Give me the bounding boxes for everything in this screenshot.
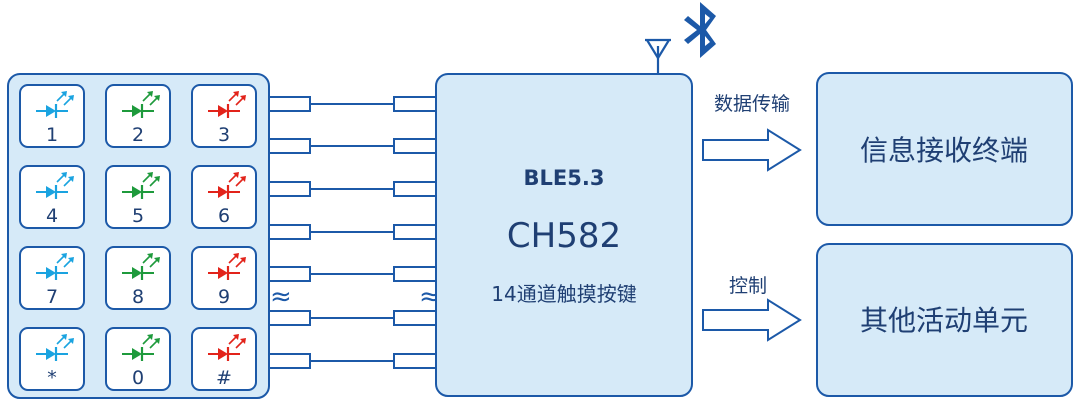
connector-pad-left <box>268 266 311 282</box>
connector-pad-left <box>268 181 311 197</box>
key-button[interactable]: # <box>191 327 257 391</box>
chip-description: 14通道触摸按键 <box>491 282 636 306</box>
connector-pad-left <box>268 96 311 112</box>
connector-pad-right <box>393 353 437 369</box>
break-mark-left: ≈ <box>270 282 292 312</box>
arrow-control <box>702 298 802 342</box>
connector-pad-right <box>393 138 437 154</box>
connector-pad-left <box>268 310 311 326</box>
arrow-data-transfer <box>702 128 802 172</box>
connection-bus <box>268 96 437 369</box>
key-label: 4 <box>46 205 58 227</box>
key-button[interactable]: * <box>19 327 85 391</box>
key-label: * <box>47 367 57 389</box>
key-button[interactable]: 7 <box>19 246 85 310</box>
key-label: 7 <box>46 286 58 308</box>
arrow-label-data-transfer: 数据传输 <box>714 93 790 115</box>
target-receiver-label: 信息接收终端 <box>860 134 1028 167</box>
chip-model: CH582 <box>507 216 621 256</box>
key-label: 5 <box>132 205 144 227</box>
connector-pad-right <box>393 310 437 326</box>
key-label: 2 <box>132 124 144 146</box>
arrow-label-control: 控制 <box>729 275 767 297</box>
antenna-icon <box>645 38 671 74</box>
key-label: 8 <box>132 286 144 308</box>
key-button[interactable]: 0 <box>105 327 171 391</box>
key-label: 1 <box>46 124 58 146</box>
bluetooth-icon <box>684 2 716 58</box>
connector-pad-right <box>393 181 437 197</box>
key-button[interactable]: 6 <box>191 165 257 229</box>
chip-protocol: BLE5.3 <box>524 166 605 190</box>
key-label: 3 <box>218 124 230 146</box>
connector-pad-left <box>268 224 311 240</box>
target-box-other-units <box>816 243 1073 397</box>
key-button[interactable]: 4 <box>19 165 85 229</box>
key-label: 0 <box>132 367 144 389</box>
key-button[interactable]: 1 <box>19 84 85 148</box>
connector-pad-left <box>268 138 311 154</box>
target-box-receiver <box>816 72 1073 226</box>
key-label: # <box>216 367 232 389</box>
target-other-units-label: 其他活动单元 <box>860 304 1028 337</box>
connector-pad-right <box>393 96 437 112</box>
connector-pad-left <box>268 353 311 369</box>
key-label: 6 <box>218 205 230 227</box>
connector-pad-right <box>393 224 437 240</box>
chip-box <box>435 73 693 397</box>
key-button[interactable]: 8 <box>105 246 171 310</box>
key-label: 9 <box>218 286 230 308</box>
connector-pad-right <box>393 266 437 282</box>
key-button[interactable]: 9 <box>191 246 257 310</box>
key-button[interactable]: 2 <box>105 84 171 148</box>
key-button[interactable]: 5 <box>105 165 171 229</box>
key-button[interactable]: 3 <box>191 84 257 148</box>
